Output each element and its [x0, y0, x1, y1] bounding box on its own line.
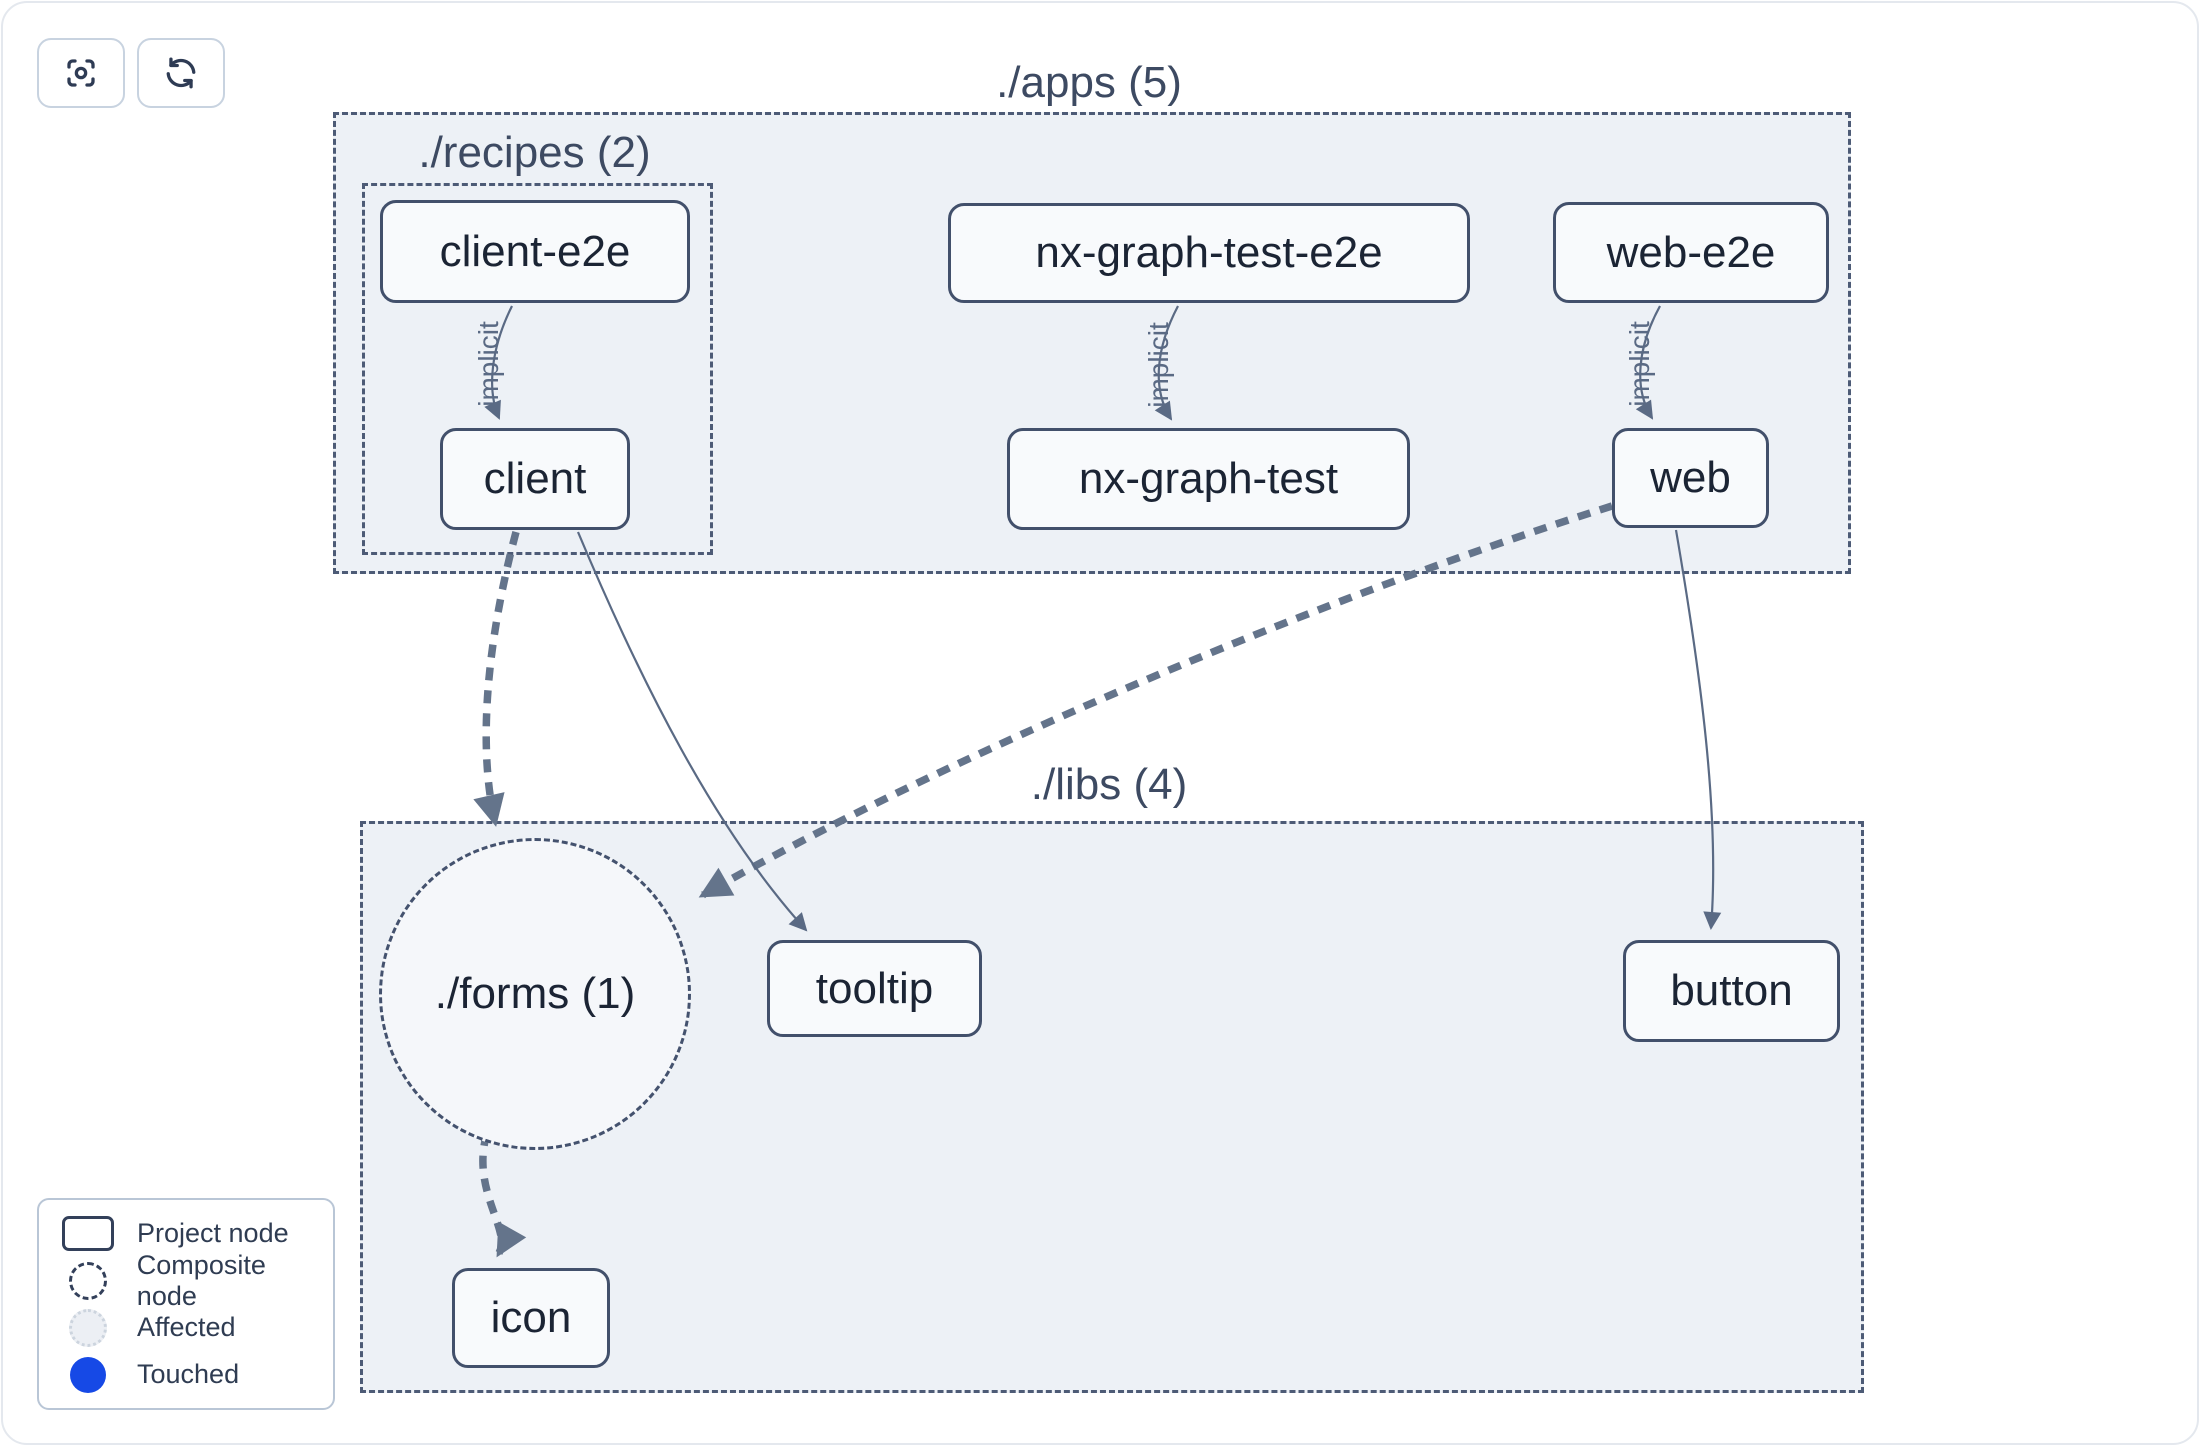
composite-node-swatch [68, 1261, 107, 1300]
node-label: client-e2e [439, 226, 631, 276]
node-label: button [1670, 966, 1793, 1015]
legend-label: Touched [137, 1359, 240, 1389]
edge-label-implicit-web: implicit [1624, 321, 1655, 407]
composite-node-label: ./forms (1) [434, 969, 636, 1018]
group-title-libs: ./libs (4) [1030, 760, 1188, 809]
legend-item-composite-node: Composite node [39, 1250, 333, 1311]
edge-label-implicit-nx-graph-test: implicit [1143, 322, 1174, 408]
legend-label: Affected [137, 1312, 236, 1342]
node-nx-graph-test[interactable]: nx-graph-test [1007, 428, 1410, 530]
node-button[interactable]: button [1623, 940, 1840, 1042]
node-web-e2e[interactable]: web-e2e [1553, 202, 1829, 303]
node-label: web-e2e [1606, 227, 1776, 277]
project-node-swatch [62, 1216, 114, 1251]
legend-item-affected: Affected [39, 1304, 333, 1351]
touched-swatch [70, 1356, 106, 1393]
node-label: nx-graph-test [1078, 454, 1339, 503]
legend-label: Composite node [136, 1249, 266, 1311]
legend-label: Project node [137, 1218, 289, 1248]
legend-item-project-node: Project node [39, 1210, 333, 1257]
edge-label-implicit-client: implicit [473, 321, 504, 407]
node-label: icon [490, 1293, 572, 1342]
node-icon[interactable]: icon [452, 1268, 610, 1368]
refresh-icon [166, 57, 196, 89]
node-nx-graph-test-e2e[interactable]: nx-graph-test-e2e [948, 203, 1470, 303]
node-label: web [1650, 453, 1731, 502]
node-label: client [483, 454, 587, 503]
node-tooltip[interactable]: tooltip [767, 940, 982, 1037]
group-recipes [362, 183, 713, 555]
composite-node-forms[interactable]: ./forms (1) [379, 838, 691, 1150]
node-client[interactable]: client [440, 428, 630, 530]
affected-swatch [69, 1308, 107, 1347]
group-title-recipes: ./recipes (2) [418, 128, 651, 177]
legend-item-touched: Touched [39, 1351, 333, 1398]
refresh-button[interactable] [137, 38, 225, 108]
node-label: nx-graph-test-e2e [1035, 228, 1383, 277]
focus-icon [67, 59, 95, 87]
node-client-e2e[interactable]: client-e2e [380, 200, 690, 303]
node-web[interactable]: web [1612, 428, 1769, 528]
group-title-apps: ./apps (5) [996, 58, 1182, 107]
legend-panel: Project node Composite node Affected Tou… [37, 1198, 335, 1410]
node-label: tooltip [815, 963, 934, 1013]
focus-button[interactable] [37, 38, 125, 108]
